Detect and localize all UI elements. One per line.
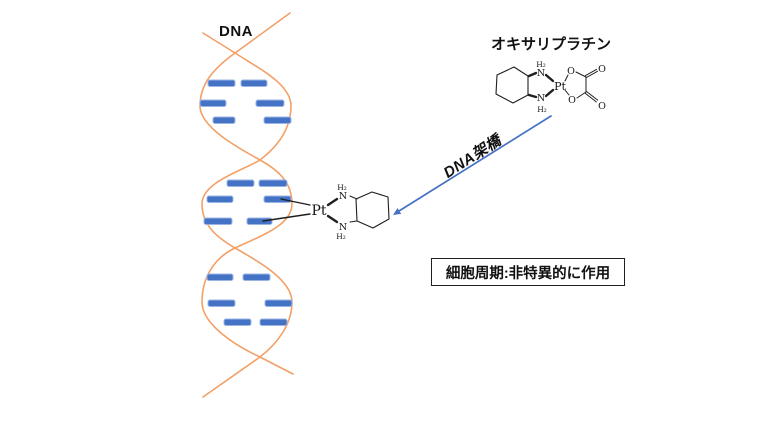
base-pair-bar	[240, 79, 268, 87]
base-pair-bar	[263, 195, 292, 203]
base-pair-bar	[258, 179, 288, 187]
base-pair-bar	[242, 273, 271, 281]
pt-dna-bond-upper	[280, 198, 311, 206]
atom-h2: H₂	[337, 183, 347, 192]
atom-n: N	[339, 191, 347, 202]
atom-h2: H₂	[537, 105, 547, 114]
oxaliplatin-structure: H₂ N N H₂ Pt O O O O	[495, 60, 606, 114]
cyclohexane-ring	[495, 66, 529, 104]
base-pair-bar	[206, 195, 234, 203]
atom-n: N	[339, 222, 347, 233]
pt-n-bond	[326, 197, 339, 207]
base-pair-bar	[264, 299, 293, 307]
o-c-bond	[575, 71, 587, 78]
dna-label: DNA	[219, 23, 253, 40]
atom-pt: Pt	[554, 80, 566, 93]
crosslink-arrow	[393, 115, 552, 215]
c-o-double-bond	[584, 92, 597, 103]
n-pt-bond	[544, 88, 555, 98]
o-c-bond	[576, 91, 587, 99]
base-pair-bar	[199, 99, 227, 107]
base-pair-bar	[259, 318, 288, 326]
note-box-text: 細胞周期:非特異的に作用	[445, 265, 611, 282]
c-n-bond	[527, 93, 538, 99]
n-c-bond	[349, 220, 358, 223]
base-pair-bar	[206, 273, 234, 281]
arrow-shaft	[398, 115, 552, 212]
pt-o-bond	[564, 89, 570, 96]
oxaliplatin-title: オキサリプラチン	[490, 36, 612, 53]
base-pair-bar	[263, 116, 292, 124]
c-n-bond	[527, 71, 538, 78]
n-c-bond	[349, 195, 358, 200]
base-pair-bar	[203, 217, 233, 225]
arrowhead-icon	[393, 208, 402, 215]
base-pair-bar	[223, 318, 252, 326]
atom-o: O	[568, 95, 576, 106]
n-pt-bond	[544, 73, 555, 83]
c-o-double-bond	[585, 68, 597, 77]
base-pair-bar	[255, 99, 285, 107]
atom-h2: H₂	[536, 60, 546, 69]
base-pairs	[199, 79, 293, 326]
pt-dna-adduct-structure: Pt H₂ N N H₂	[262, 183, 390, 241]
atom-n: N	[537, 68, 545, 79]
pt-o-bond	[564, 74, 569, 82]
atom-o: O	[598, 101, 606, 112]
pt-n-bond	[326, 214, 339, 224]
cyclohexane-ring	[355, 191, 390, 229]
base-pair-bar	[207, 299, 236, 307]
dna-helix	[199, 12, 294, 398]
atom-n: N	[537, 93, 545, 104]
base-pair-bar	[226, 179, 255, 187]
base-pair-bar	[212, 116, 236, 124]
base-pair-bar	[246, 217, 273, 225]
atom-o: O	[598, 64, 606, 75]
c-o-double-bond	[586, 70, 598, 78]
atom-o: O	[567, 66, 575, 77]
note-box: 細胞周期:非特異的に作用	[431, 258, 625, 286]
dna-strand-left	[201, 32, 293, 398]
atom-h2: H₂	[336, 232, 346, 241]
atom-pt: Pt	[311, 203, 326, 219]
pt-dna-bond-lower	[262, 213, 311, 222]
base-pair-bar	[207, 79, 236, 87]
c-o-double-bond	[586, 91, 599, 101]
